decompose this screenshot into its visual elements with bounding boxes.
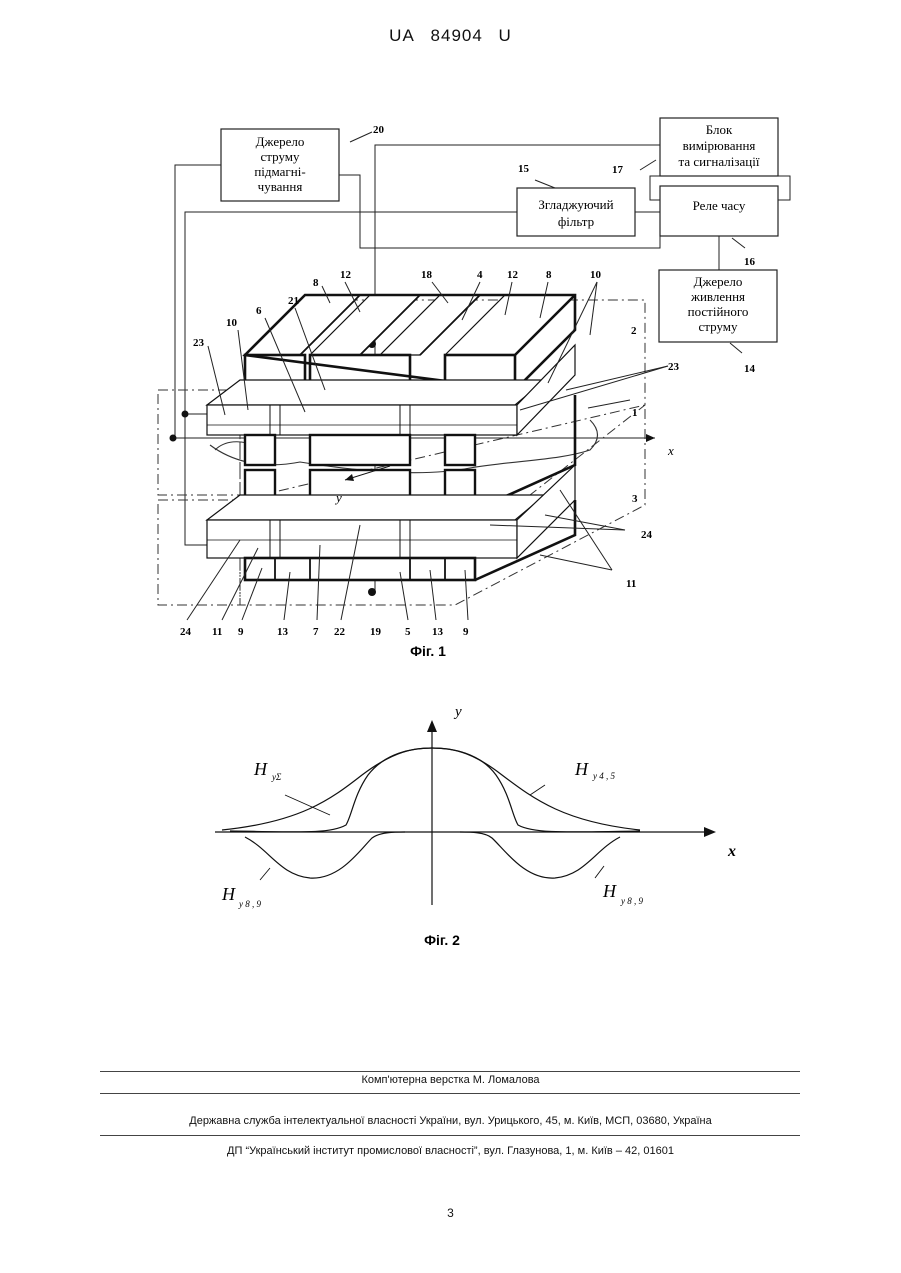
ref-24-bottom: 24 — [180, 626, 192, 638]
ref-18: 18 — [421, 269, 433, 281]
ref-23-left: 23 — [193, 337, 205, 349]
ref-10-top: 10 — [590, 269, 602, 281]
footer-layout: Комп'ютерна верстка М. Ломалова — [0, 1074, 901, 1086]
block-current-source-line3: підмагні- — [254, 164, 305, 179]
fig2-axis-x: x — [727, 843, 736, 860]
ref-23-right: 23 — [668, 361, 680, 373]
label-h45-sub: y 4 , 5 — [592, 771, 615, 781]
ref-12-top-right: 12 — [507, 269, 519, 281]
footer-divider — [100, 1135, 800, 1136]
x-axis-arrowhead — [646, 434, 655, 442]
junction-dot — [182, 411, 189, 418]
magnet-top-layer — [245, 295, 575, 390]
ref-9-bottom-left: 9 — [238, 626, 244, 638]
fig1-axis-x: x — [667, 443, 674, 458]
ref-13-bottom-left: 13 — [277, 626, 289, 638]
ref-19: 19 — [370, 626, 382, 638]
label-h89-left: H — [221, 884, 236, 904]
block-relay-line1: Реле часу — [693, 198, 746, 213]
figure-2: x y H yΣ H y 4 , 5 H y 8 , 9 H y 8 , 9 — [215, 704, 736, 909]
label-h-sum: H — [253, 759, 268, 779]
block-current-source-line4: чування — [258, 179, 303, 194]
ref-16: 16 — [744, 256, 756, 268]
ref-24-right: 24 — [641, 529, 653, 541]
footer-agency: Державна служба інтелектуальної власност… — [0, 1115, 901, 1127]
ref-5: 5 — [405, 626, 411, 638]
block-measurement-line1: Блок — [706, 122, 733, 137]
ref-7: 7 — [313, 626, 319, 638]
label-h89-left-sub: y 8 , 9 — [238, 899, 261, 909]
ref-11-right: 11 — [626, 578, 636, 590]
ref-6: 6 — [256, 305, 262, 317]
ref-13-bottom-right: 13 — [432, 626, 444, 638]
ref-10-left: 10 — [226, 317, 238, 329]
ref-22: 22 — [334, 626, 346, 638]
block-dc-source-line3: постійного — [688, 304, 749, 319]
fig2-y-arrowhead — [427, 720, 437, 732]
block-dc-source-line4: струму — [699, 319, 738, 334]
block-measurement-line3: та сигналізації — [679, 154, 760, 169]
ref-3: 3 — [632, 493, 638, 505]
ref-11-bottom: 11 — [212, 626, 222, 638]
label-h-sum-sub: yΣ — [271, 772, 282, 782]
fig1-axis-y: y — [334, 490, 342, 505]
footer-institute: ДП “Український інститут промислової вла… — [0, 1145, 901, 1157]
ref-1: 1 — [632, 407, 638, 419]
block-measurement-line2: вимірювання — [683, 138, 756, 153]
block-filter-line1: Згладжуючий — [538, 197, 613, 212]
ref-14: 14 — [744, 363, 756, 375]
fig1-caption: Фіг. 1 — [410, 643, 446, 659]
block-dc-source-line1: Джерело — [694, 274, 743, 289]
ref-15: 15 — [518, 163, 530, 175]
junction-dot — [368, 588, 376, 596]
ref-8-top-left: 8 — [313, 277, 319, 289]
block-current-source-line1: Джерело — [256, 134, 305, 149]
ref-12-top-left: 12 — [340, 269, 352, 281]
footer-divider — [100, 1093, 800, 1094]
block-dc-source-line2: живлення — [690, 289, 745, 304]
label-h45: H — [574, 759, 589, 779]
label-h89-right: H — [602, 881, 617, 901]
ref-8-top-right: 8 — [546, 269, 552, 281]
ref-9-bottom-right: 9 — [463, 626, 469, 638]
block-filter-line2: фільтр — [558, 214, 594, 229]
page-number: 3 — [0, 1206, 901, 1220]
ref-2: 2 — [631, 325, 637, 337]
label-h89-right-sub: y 8 , 9 — [620, 896, 643, 906]
curve-h89-left — [245, 832, 405, 878]
ref-17: 17 — [612, 164, 624, 176]
block-current-source-line2: струму — [261, 149, 300, 164]
curve-h89-right — [460, 832, 620, 878]
ref-4: 4 — [477, 269, 483, 281]
ref-20: 20 — [373, 124, 385, 136]
footer-divider — [100, 1071, 800, 1072]
fig2-axis-y: y — [453, 704, 462, 720]
ref-21: 21 — [288, 295, 299, 307]
junction-dot — [170, 435, 177, 442]
fig2-caption: Фіг. 2 — [424, 932, 460, 948]
fig2-x-arrowhead — [704, 827, 716, 837]
